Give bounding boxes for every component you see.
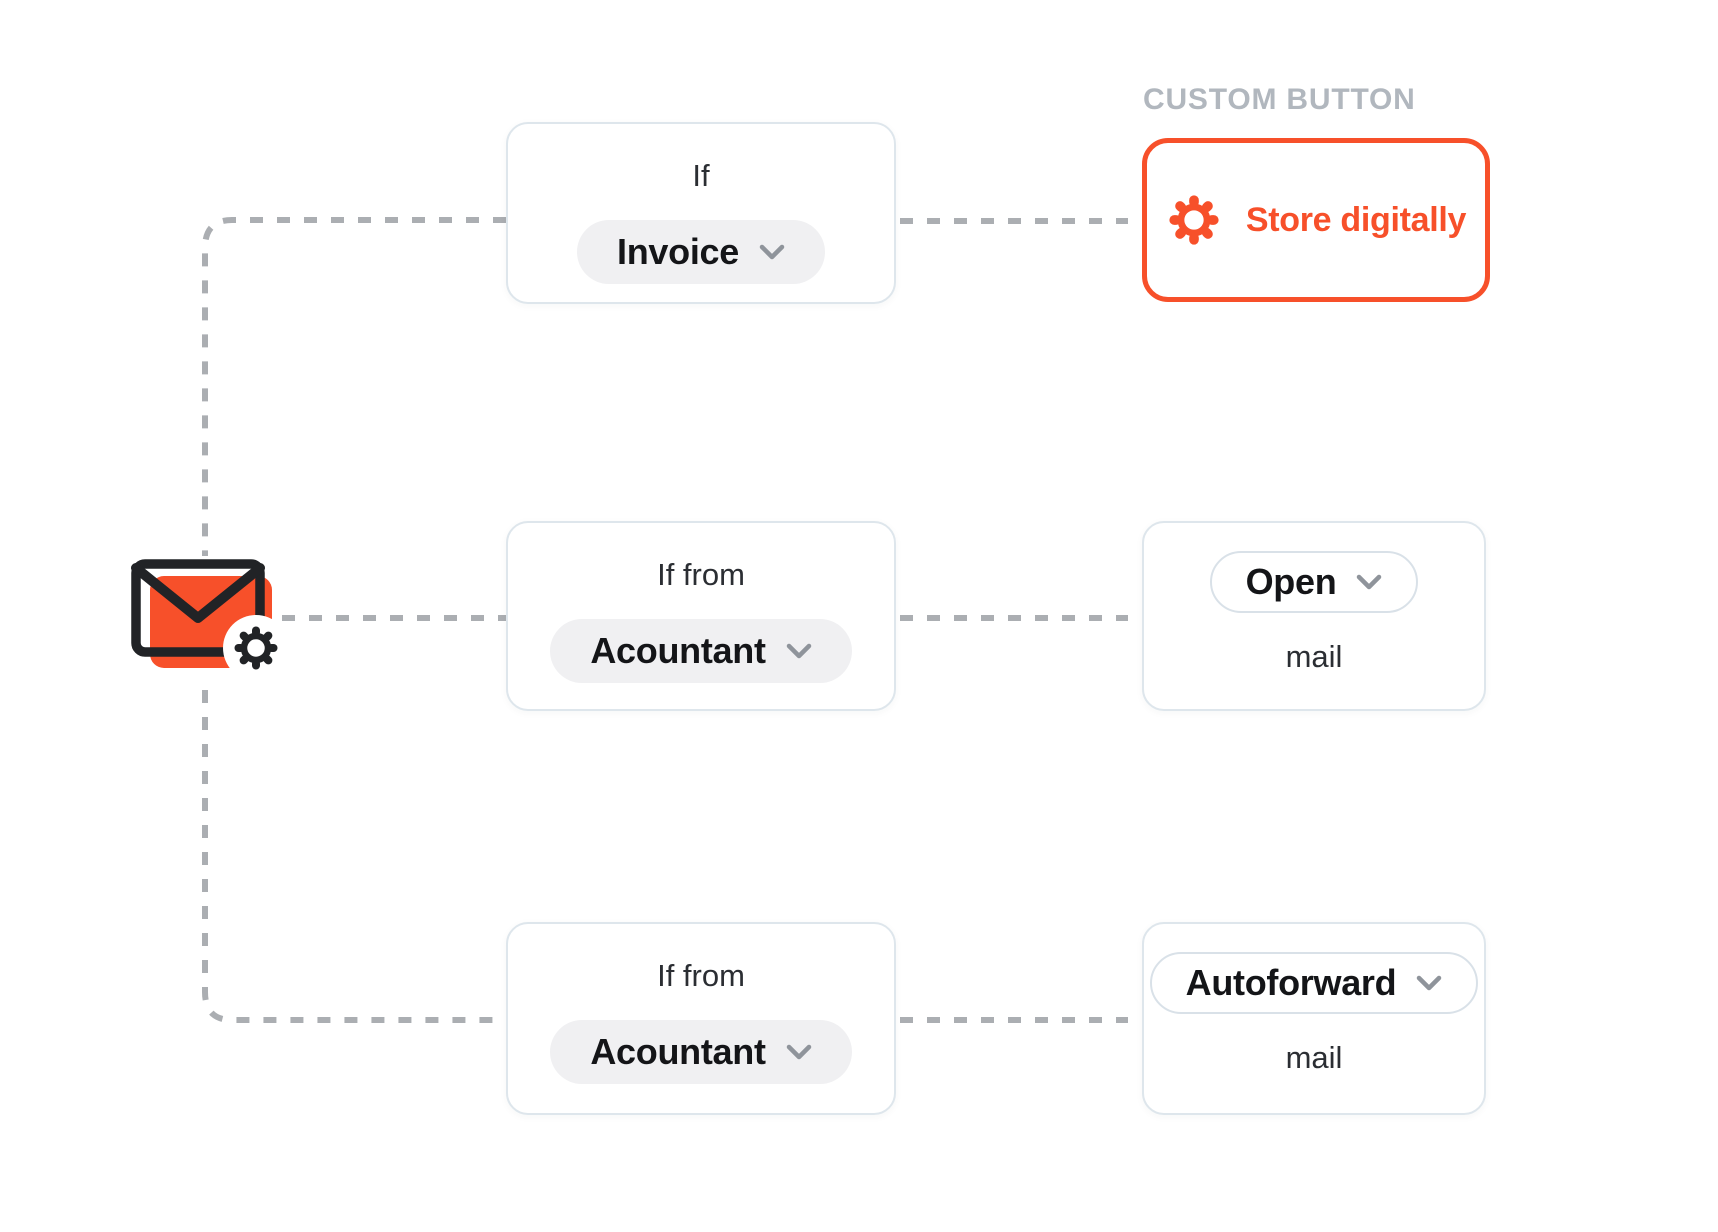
mail-gear-icon	[131, 559, 289, 681]
condition-dropdown-accountant[interactable]: Acountant	[550, 1020, 852, 1084]
connector-trunk-top	[202, 217, 506, 556]
action-dropdown-value: Autoforward	[1185, 962, 1397, 1003]
condition-box-invoice: If Invoice	[506, 122, 896, 304]
condition-dropdown-value: Acountant	[590, 630, 766, 671]
action-dropdown-open[interactable]: Open	[1209, 551, 1419, 613]
gear-icon	[234, 626, 278, 670]
condition-box-accountant-2: If from Acountant	[506, 922, 896, 1115]
action-suffix-label: mail	[1285, 1040, 1343, 1075]
mail-flap	[131, 563, 265, 623]
condition-label: If	[692, 158, 710, 193]
condition-dropdown-invoice[interactable]: Invoice	[577, 220, 825, 284]
condition-dropdown-accountant[interactable]: Acountant	[550, 619, 852, 683]
action-dropdown-autoforward[interactable]: Autoforward	[1149, 952, 1479, 1014]
condition-dropdown-value: Invoice	[617, 231, 739, 272]
chevron-down-icon	[786, 1044, 811, 1060]
condition-box-accountant-1: If from Acountant	[506, 521, 896, 711]
action-dropdown-value: Open	[1245, 561, 1337, 602]
action-box-autoforward-mail: Autoforward mail	[1142, 922, 1486, 1115]
chevron-down-icon	[1357, 574, 1382, 590]
store-digitally-button[interactable]: Store digitally	[1142, 138, 1490, 302]
condition-dropdown-value: Acountant	[590, 1031, 766, 1072]
condition-label: If from	[657, 557, 745, 592]
chevron-down-icon	[786, 643, 811, 659]
custom-button-badge-label: CUSTOM BUTTON	[1143, 83, 1416, 116]
chevron-down-icon	[1417, 975, 1442, 991]
email-trigger-icon[interactable]	[120, 548, 290, 681]
chevron-down-icon	[759, 244, 785, 260]
mail-outline	[131, 559, 265, 657]
condition-label: If from	[657, 958, 745, 993]
action-suffix-label: mail	[1285, 639, 1343, 674]
store-digitally-label: Store digitally	[1245, 200, 1467, 239]
gear-icon	[1169, 195, 1219, 245]
action-box-open-mail: Open mail	[1142, 521, 1486, 711]
connector-trunk-bottom	[202, 690, 506, 1023]
